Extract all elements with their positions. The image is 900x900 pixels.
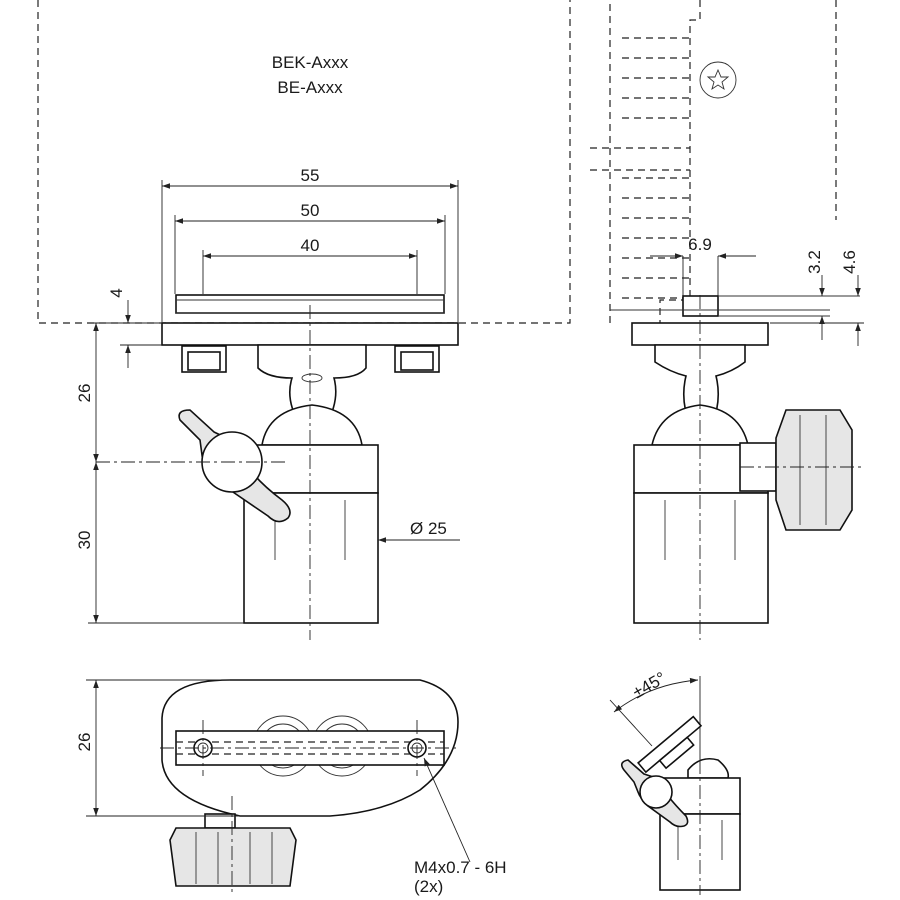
top-knob bbox=[169, 827, 297, 887]
angle-label: ±45° bbox=[629, 668, 669, 702]
side-knob bbox=[775, 409, 853, 531]
slot-key bbox=[682, 295, 719, 317]
svg-text:26: 26 bbox=[75, 384, 94, 403]
dimension-55: 55 bbox=[161, 166, 459, 322]
tilt-ball bbox=[687, 757, 730, 779]
dimension-diameter: Ø 25 bbox=[378, 519, 460, 543]
thread-label-line1: M4x0.7 - 6H bbox=[414, 858, 507, 877]
model-label-line2: BE-Axxx bbox=[277, 78, 343, 97]
dimension-top-26: 26 bbox=[75, 679, 240, 817]
dimension-50: 50 bbox=[174, 201, 446, 294]
ball bbox=[261, 404, 363, 446]
svg-text:6.9: 6.9 bbox=[688, 235, 712, 254]
dimension-3-2: 3.2 bbox=[805, 250, 825, 340]
top-view: 26 M4x0.7 - 6H (2x) bbox=[75, 679, 507, 896]
angle-arc bbox=[613, 677, 699, 713]
tilt-view: ±45° bbox=[609, 668, 741, 895]
svg-text:Ø 25: Ø 25 bbox=[410, 519, 447, 538]
tilt-body-cylinder bbox=[659, 813, 741, 891]
svg-text:26: 26 bbox=[75, 733, 94, 752]
side-body-cylinder bbox=[633, 492, 769, 624]
thread-label-line2: (2x) bbox=[414, 877, 443, 896]
dimension-4: 4 bbox=[107, 288, 162, 368]
dimension-6-9: 6.9 bbox=[650, 235, 756, 296]
dimension-40: 40 bbox=[202, 236, 418, 294]
model-label-line1: BEK-Axxx bbox=[272, 53, 349, 72]
screw-head-icon bbox=[699, 61, 737, 99]
side-view: 6.9 3.2 4.6 bbox=[590, 0, 864, 640]
device-outline-dashed bbox=[37, 0, 571, 324]
cooling-fins bbox=[590, 37, 690, 299]
svg-text:40: 40 bbox=[301, 236, 320, 255]
svg-text:55: 55 bbox=[301, 166, 320, 185]
svg-text:4.6: 4.6 bbox=[840, 250, 859, 274]
dimension-4-6: 4.6 bbox=[770, 250, 864, 346]
device-outline-side-dashed bbox=[609, 0, 837, 323]
thread-leader bbox=[423, 757, 471, 863]
front-view: BEK-Axxx BE-Axxx 55 50 40 bbox=[37, 0, 571, 640]
svg-text:3.2: 3.2 bbox=[805, 250, 824, 274]
dimension-30: 30 bbox=[75, 462, 244, 624]
svg-text:30: 30 bbox=[75, 531, 94, 550]
svg-text:50: 50 bbox=[301, 201, 320, 220]
dimension-26: 26 bbox=[75, 322, 162, 462]
svg-text:4: 4 bbox=[107, 288, 126, 297]
